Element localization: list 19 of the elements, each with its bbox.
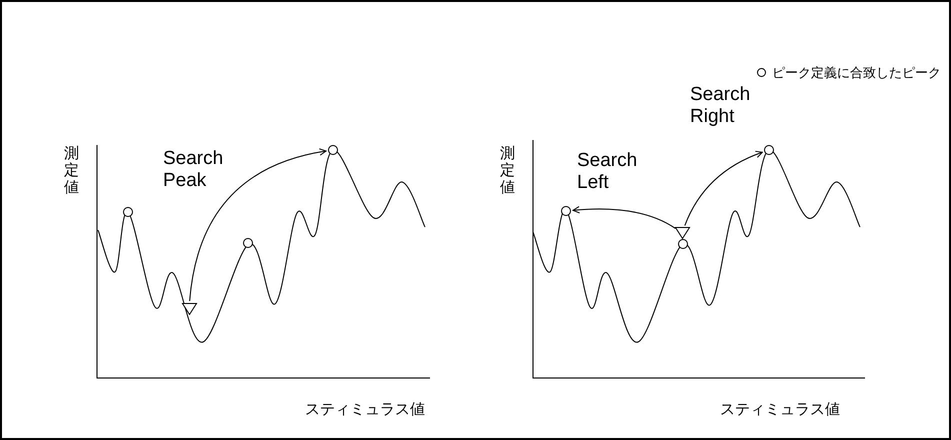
axis-label: スティミュラス値 [720, 400, 840, 419]
peak-marker [328, 145, 338, 155]
peak-marker [561, 206, 571, 216]
axis-label: スティミュラス値 [305, 400, 425, 419]
edge-label: Search Left [577, 150, 638, 194]
arrow [572, 206, 676, 229]
peak-marker [678, 239, 688, 249]
axis-label: 測定値 [64, 145, 80, 196]
arrow [189, 148, 327, 302]
start-point-marker [674, 227, 690, 239]
axis-label: 測定値 [500, 145, 516, 196]
legend-text: ピーク定義に合致したピーク [772, 64, 941, 82]
edge-label: Search Peak [163, 148, 224, 192]
edge-label: Search Right [690, 84, 752, 128]
start-point-marker [182, 303, 196, 315]
peak-marker [123, 207, 133, 217]
arrow [684, 151, 763, 226]
peak-marker [243, 238, 253, 248]
peak-marker [764, 145, 774, 155]
